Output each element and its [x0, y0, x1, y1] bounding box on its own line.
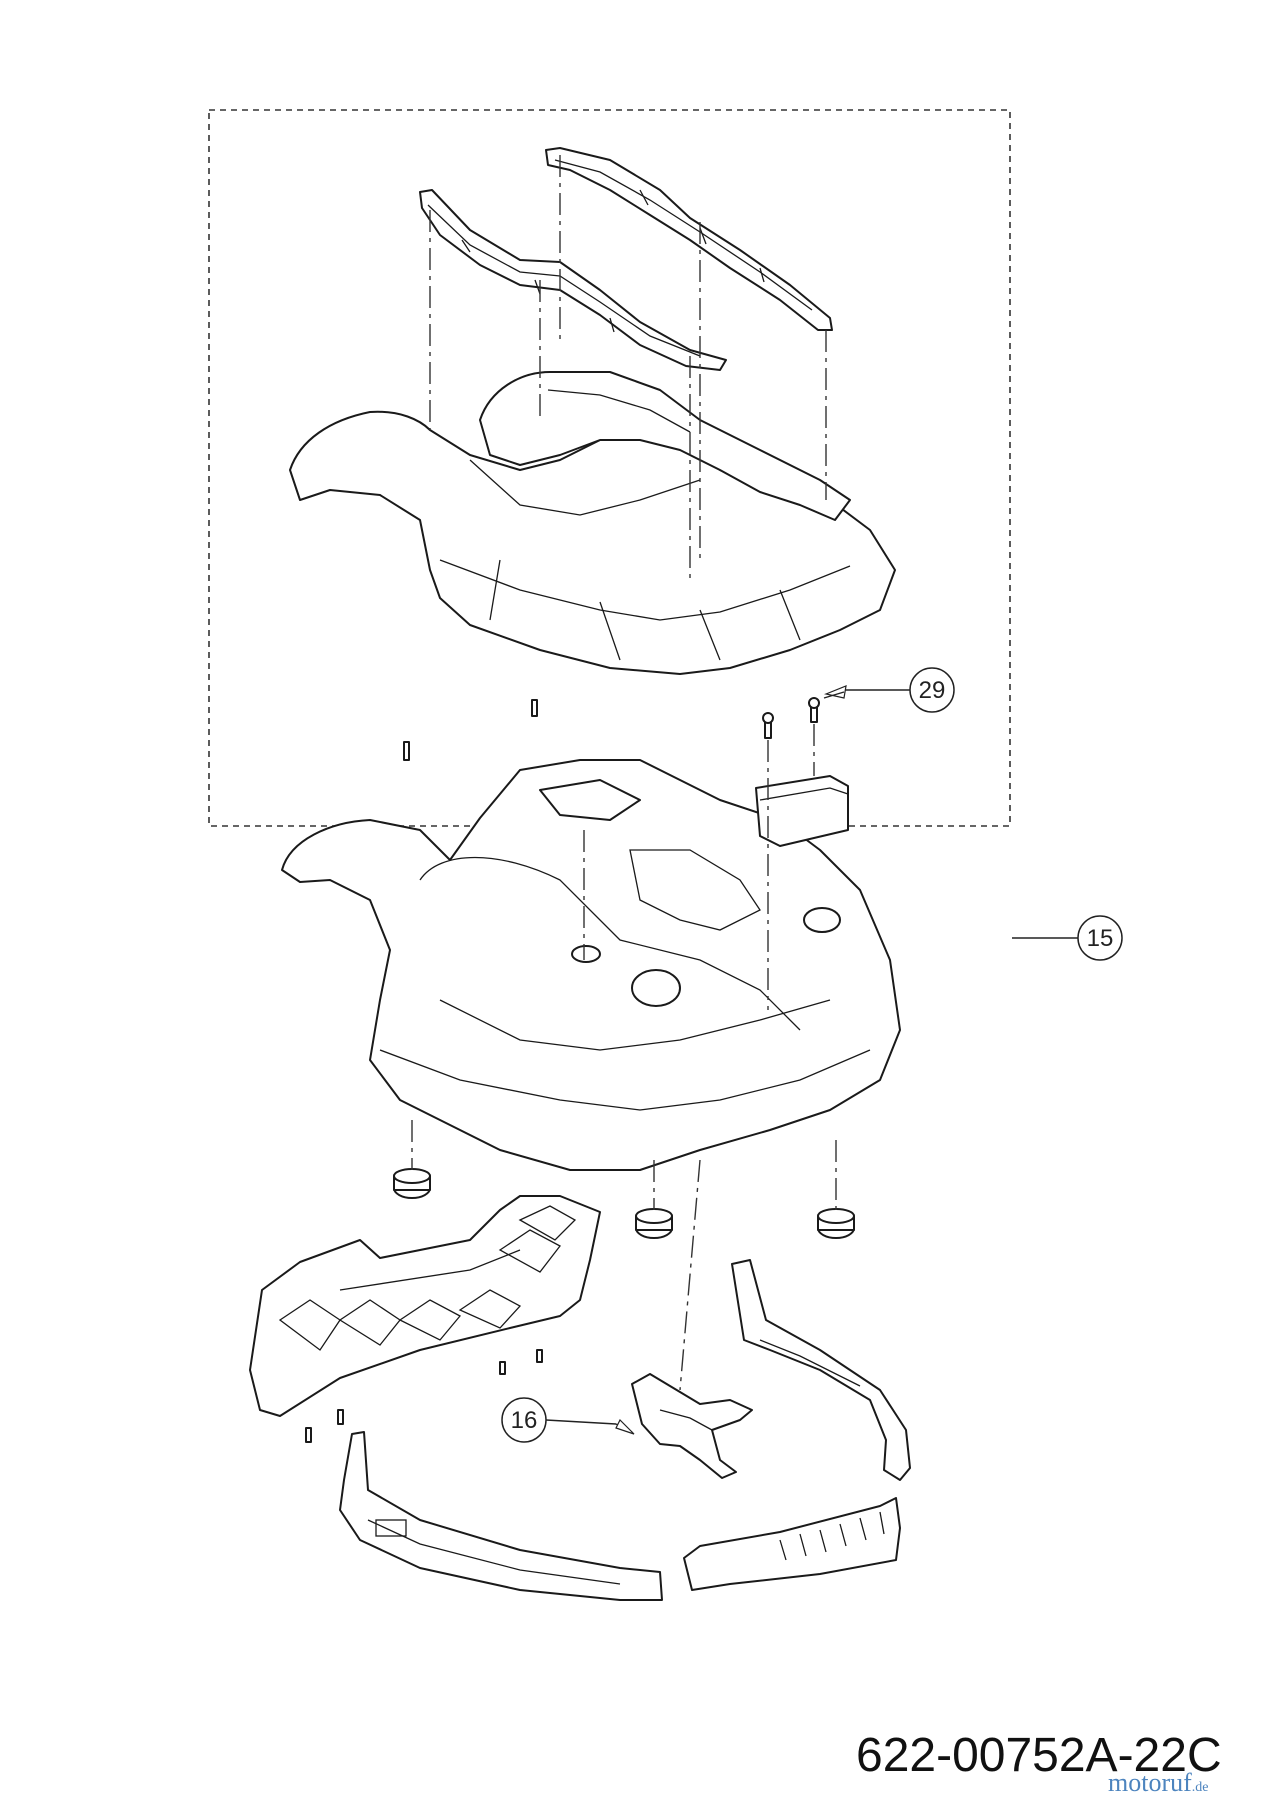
watermark-brand: motoruf: [1108, 1768, 1192, 1797]
top-trim-strip-right: [545, 147, 833, 331]
side-rail-right: [731, 1259, 911, 1481]
callout-29: 29: [823, 667, 955, 713]
fastener-pins: [403, 697, 820, 761]
drawing-number: 622-00752A-22C: [856, 1729, 1222, 1782]
callout-15: 15: [1012, 915, 1123, 961]
sensor-bracket: [631, 1373, 753, 1479]
rubber-feet: [393, 1168, 855, 1239]
alignment-lines: [411, 155, 837, 1391]
upper-cover: [289, 371, 896, 675]
watermark-logo: motoruf.de: [1108, 1768, 1208, 1798]
callout-16: 16: [501, 1397, 635, 1443]
callout-15-label: 15: [1087, 925, 1114, 952]
bottom-rail-left: [339, 1431, 663, 1601]
bottom-rail-right: [683, 1497, 901, 1591]
callout-29-label: 29: [919, 677, 946, 704]
lower-housing: [281, 759, 901, 1171]
bumper-screws: [305, 1349, 543, 1443]
battery-cover-insert: [755, 775, 849, 847]
watermark-tld: .de: [1191, 1780, 1209, 1795]
front-honeycomb-bumper: [249, 1195, 601, 1417]
callout-16-label: 16: [511, 1407, 538, 1434]
